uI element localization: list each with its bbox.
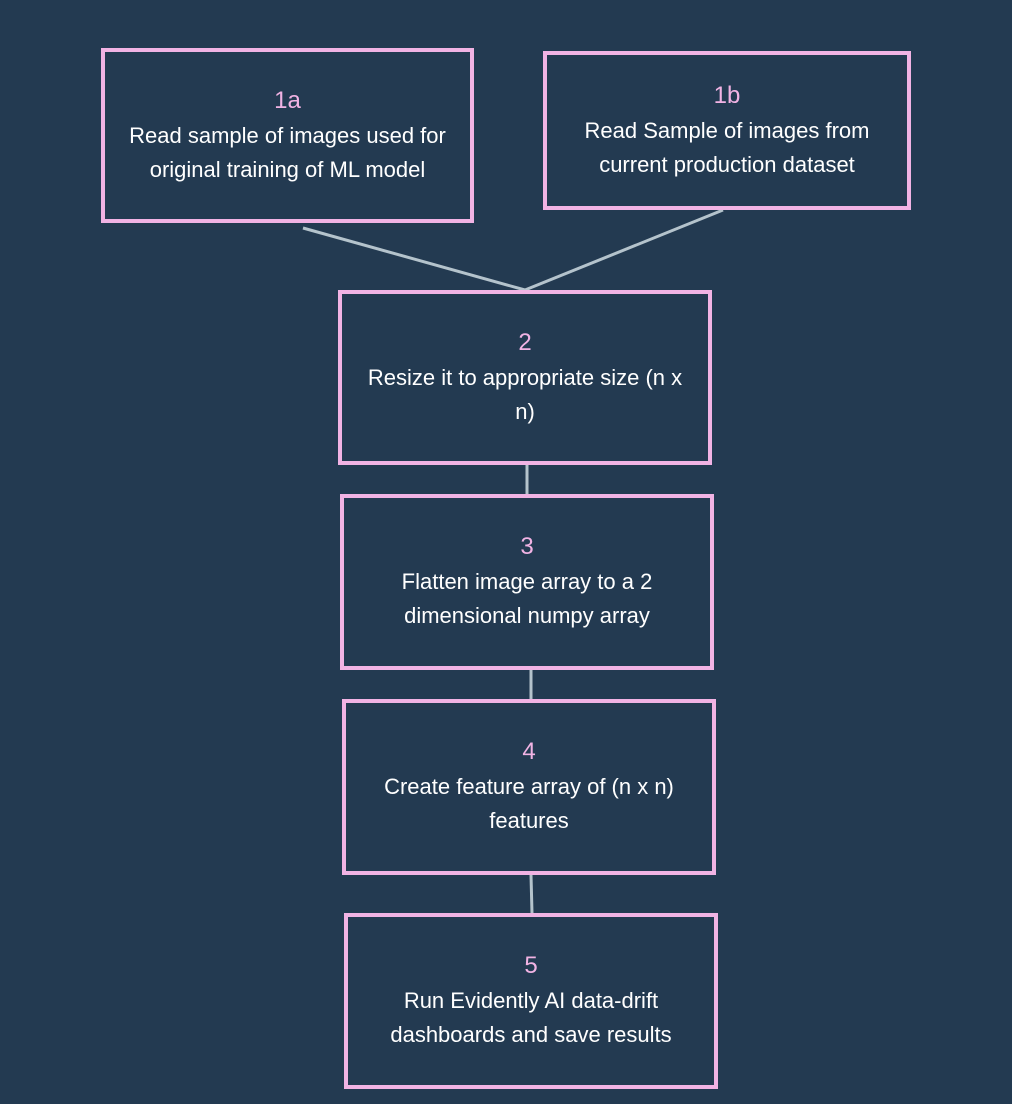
connector-4-to-5 xyxy=(529,874,534,914)
step-text-2: Resize it to appropriate size (n x n) xyxy=(367,364,683,424)
step-text-3: Flatten image array to a 2 dimensional n… xyxy=(401,569,653,628)
step-box-1a: 1a Read sample of images used for origin… xyxy=(101,48,474,223)
step-box-2: 2 Resize it to appropriate size (n x n) xyxy=(338,290,712,465)
step-box-3: 3 Flatten image array to a 2 dimensional… xyxy=(340,494,714,670)
step-box-1b: 1b Read Sample of images from current pr… xyxy=(543,51,911,210)
step-number-1b: 1b xyxy=(713,81,741,109)
step-number-5: 5 xyxy=(524,952,538,979)
step-text-4: Create feature array of (n x n) features xyxy=(384,774,674,833)
step-box-5: 5 Run Evidently AI data-drift dashboards… xyxy=(344,913,718,1089)
connector-1b-to-2 xyxy=(524,208,724,292)
step-number-4: 4 xyxy=(522,738,536,765)
connector-1a-to-2 xyxy=(302,226,526,292)
step-number-2: 2 xyxy=(518,328,532,356)
step-box-4: 4 Create feature array of (n x n) featur… xyxy=(342,699,716,875)
step-number-1a: 1a xyxy=(274,86,301,114)
step-number-3: 3 xyxy=(520,533,534,560)
step-text-1a: Read sample of images used for original … xyxy=(129,122,446,182)
step-text-5: Run Evidently AI data-drift dashboards a… xyxy=(390,988,672,1047)
step-text-1b: Read Sample of images from current produ… xyxy=(584,117,870,177)
